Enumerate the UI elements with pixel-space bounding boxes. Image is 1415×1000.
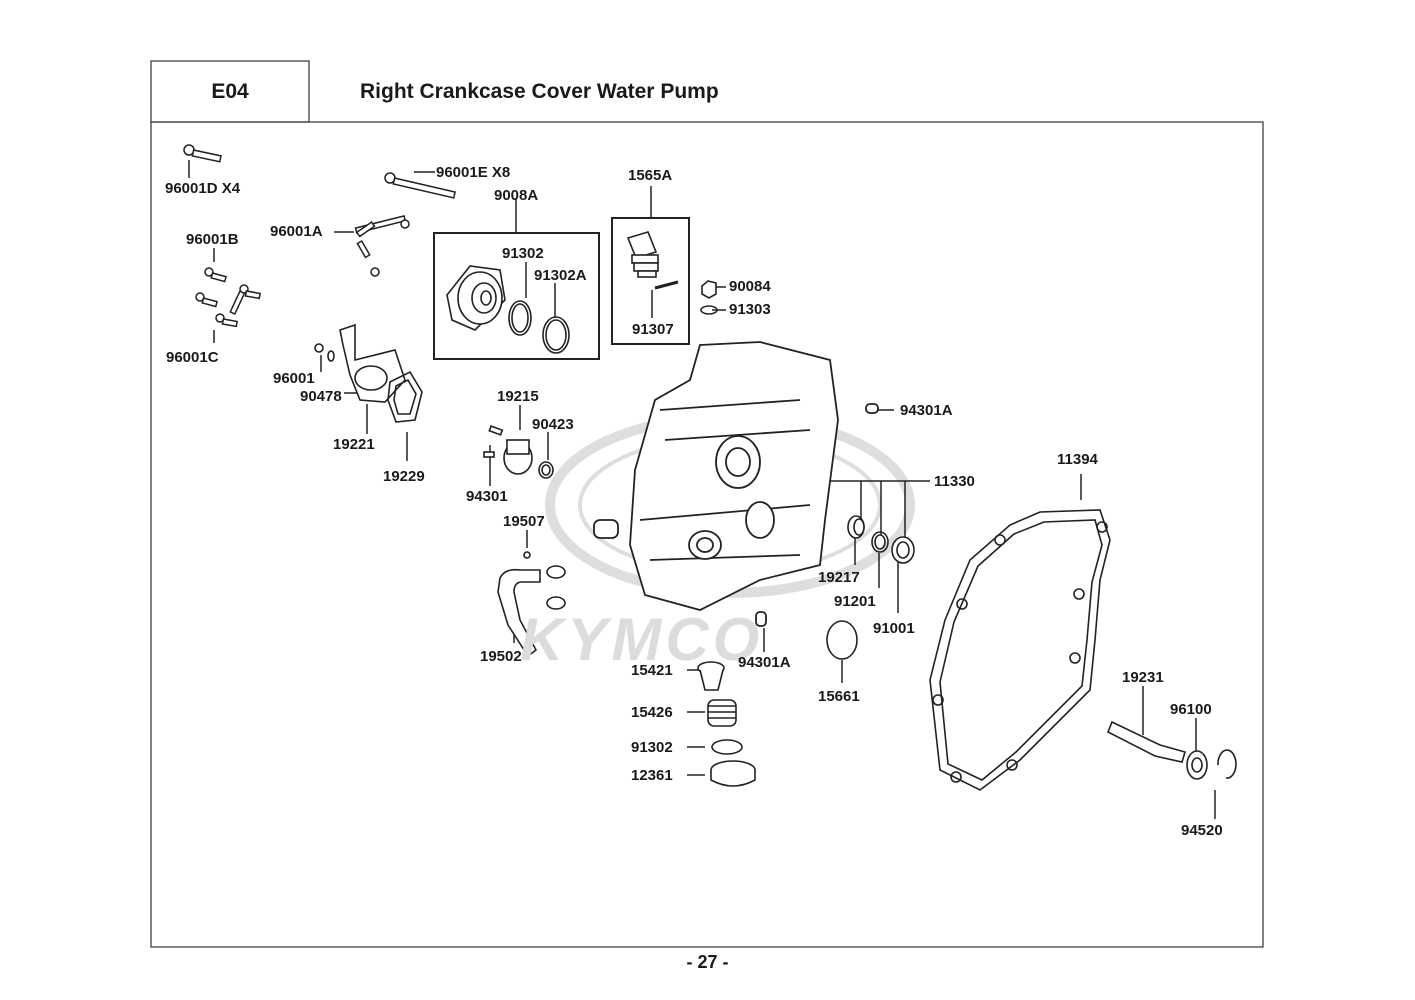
part-label-19217: 19217 xyxy=(818,569,860,586)
part-label-12361: 12361 xyxy=(631,767,673,784)
water-pump-impeller-icon xyxy=(446,265,506,331)
pump-housing-icon xyxy=(314,323,406,403)
watermark-text: KYMCO xyxy=(520,606,764,673)
ring-91201-icon xyxy=(871,531,889,553)
impeller-19215-icon xyxy=(483,425,554,479)
part-label-90084: 90084 xyxy=(729,278,771,295)
part-label-96001A: 96001A xyxy=(270,223,323,240)
part-label-91302: 91302 xyxy=(502,245,544,262)
part-label-94301: 94301 xyxy=(466,488,508,505)
frame-lines xyxy=(150,60,1264,948)
page-number: - 27 - xyxy=(686,952,729,972)
part-label-15426: 15426 xyxy=(631,704,673,721)
part-label-19502: 19502 xyxy=(480,648,522,665)
part-label-19229: 19229 xyxy=(383,468,425,485)
part-label-94301A-bottom: 94301A xyxy=(738,654,791,671)
bearing-91001-icon xyxy=(891,536,915,564)
part-label-9008A: 9008A xyxy=(494,187,539,204)
thermostat-icon xyxy=(626,231,679,290)
part-label-96001E: 96001E X8 xyxy=(436,164,511,181)
part-label-19215: 19215 xyxy=(497,388,539,405)
part-label-91303: 91303 xyxy=(729,301,771,318)
part-label-91001: 91001 xyxy=(873,620,915,637)
part-label-19231: 19231 xyxy=(1122,669,1164,686)
part-label-96001: 96001 xyxy=(273,370,315,387)
part-label-91307: 91307 xyxy=(632,321,674,338)
crankcase-cover-icon xyxy=(593,341,879,627)
oil-seal-19217-icon xyxy=(847,515,865,539)
part-label-94520: 94520 xyxy=(1181,822,1223,839)
part-label-96001C: 96001C xyxy=(166,349,219,366)
part-label-1565A: 1565A xyxy=(628,167,673,184)
part-label-91302A: 91302A xyxy=(534,267,587,284)
part-label-90423: 90423 xyxy=(532,416,574,433)
bolt-96001B-icon xyxy=(195,267,262,328)
water-hose-icon xyxy=(497,551,566,658)
o-ring-15661-icon xyxy=(826,620,858,660)
pump-shaft-icon xyxy=(1106,720,1237,780)
part-label-19221: 19221 xyxy=(333,436,375,453)
o-ring-91302A-icon xyxy=(542,316,570,354)
page-title: Right Crankcase Cover Water Pump xyxy=(360,79,719,103)
part-label-11394: 11394 xyxy=(1057,451,1098,468)
part-label-19507: 19507 xyxy=(503,513,545,530)
bolt-96001E-icon xyxy=(384,172,456,199)
bolt-96001A-icon xyxy=(354,215,410,277)
strainer-15421-icon xyxy=(697,661,725,691)
part-label-91201: 91201 xyxy=(834,593,876,610)
part-label-96001B: 96001B xyxy=(186,231,239,248)
cover-gasket-icon xyxy=(929,509,1111,791)
part-label-91302-bottom: 91302 xyxy=(631,739,673,756)
part-label-15661: 15661 xyxy=(818,688,860,705)
pump-gasket-icon xyxy=(387,370,423,423)
bolt-96001D-icon xyxy=(183,144,222,163)
o-ring-91302-bottom-icon xyxy=(711,739,743,755)
part-label-96100: 96100 xyxy=(1170,701,1212,718)
spring-15426-icon xyxy=(707,699,737,727)
section-code: E04 xyxy=(211,79,249,103)
drain-bolt-90084-icon xyxy=(700,280,718,315)
part-label-90478: 90478 xyxy=(300,388,342,405)
part-label-96001D: 96001D X4 xyxy=(165,180,241,197)
part-label-15421: 15421 xyxy=(631,662,673,679)
cap-12361-icon xyxy=(710,760,756,787)
part-label-94301A-top: 94301A xyxy=(900,402,953,419)
o-ring-91302-icon xyxy=(508,300,532,336)
part-label-11330: 11330 xyxy=(934,473,975,490)
